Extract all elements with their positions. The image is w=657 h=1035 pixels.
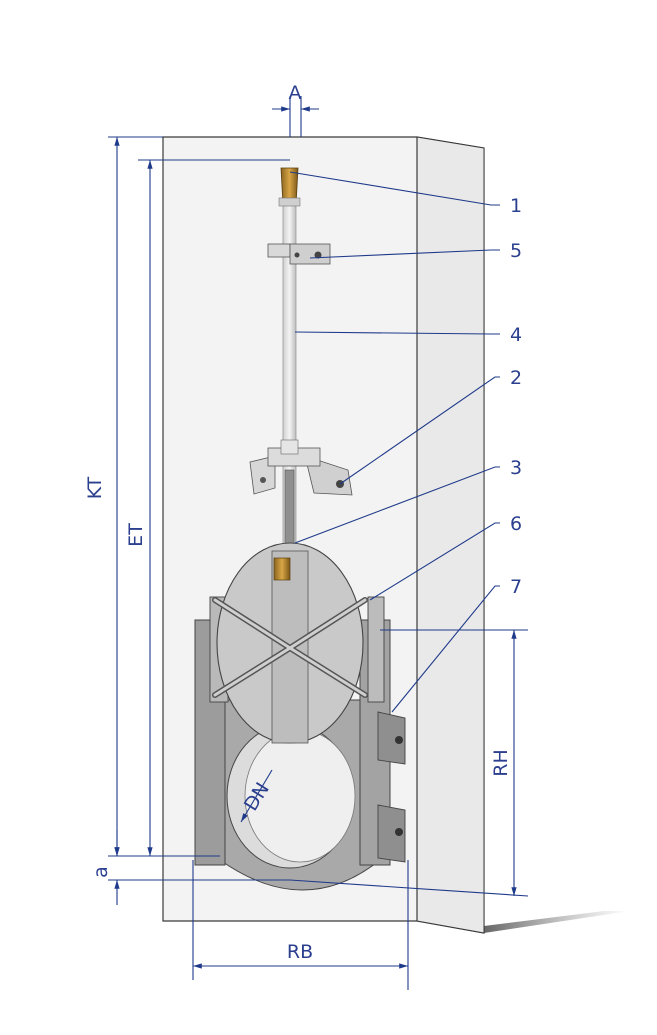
threaded-spindle — [284, 469, 295, 553]
cap-collar — [278, 197, 301, 207]
dimension-lines — [108, 96, 529, 990]
leader-5 — [309, 249, 500, 259]
dim-label-a-bottom: a — [90, 866, 112, 878]
spindle-assembly — [249, 167, 353, 553]
callout-numbers: 1 5 4 2 3 6 7 — [510, 195, 522, 598]
wall-shadow — [484, 148, 630, 933]
callout-3: 3 — [510, 457, 522, 479]
dim-label-kt: KT — [84, 476, 106, 499]
wedge-guides — [377, 711, 406, 863]
leader-2 — [339, 376, 500, 485]
leader-4 — [294, 331, 500, 335]
callout-5: 5 — [510, 240, 522, 262]
callout-4: 4 — [510, 324, 522, 346]
leader-6 — [369, 522, 500, 601]
callout-6: 6 — [510, 513, 522, 535]
dim-label-rb: RB — [287, 941, 313, 963]
dim-label-rh: RH — [490, 749, 512, 777]
callout-leaders — [289, 171, 500, 713]
callout-1: 1 — [510, 195, 522, 217]
spindle-nut — [273, 557, 291, 581]
leader-7 — [391, 585, 500, 713]
wall-side — [416, 136, 485, 934]
dim-label-et: ET — [125, 523, 147, 547]
valve-body — [194, 542, 406, 891]
support-bracket-lower — [249, 439, 353, 496]
leader-3 — [294, 466, 500, 544]
callout-2: 2 — [510, 367, 522, 389]
guide-bracket-upper — [267, 243, 331, 265]
callout-7: 7 — [510, 576, 522, 598]
dim-label-a-top: A — [289, 82, 302, 104]
leader-1 — [289, 171, 500, 206]
